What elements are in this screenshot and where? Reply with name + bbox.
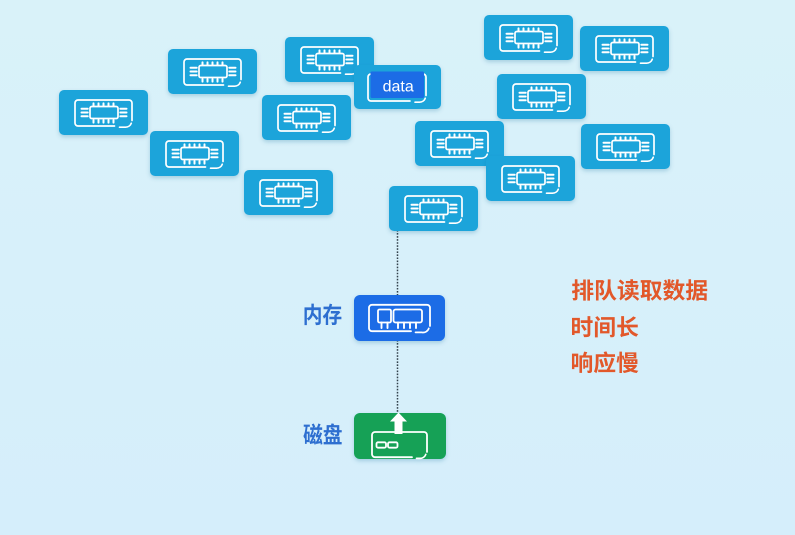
svg-text:data: data — [383, 78, 414, 95]
